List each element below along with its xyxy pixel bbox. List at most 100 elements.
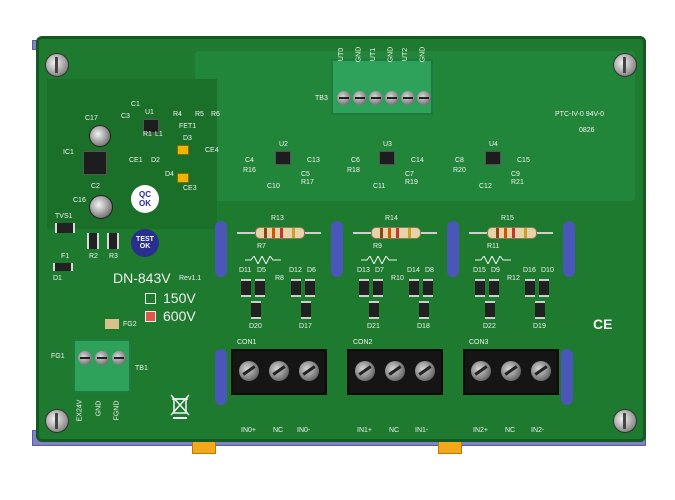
label-d11: D11 (239, 267, 252, 274)
tb1-screw-1[interactable] (78, 351, 92, 365)
label-r12: R12 (507, 275, 520, 282)
model-label: DN-843V (113, 270, 171, 286)
con3-screw-1[interactable] (471, 361, 491, 381)
label-r2: R2 (89, 253, 98, 260)
ce-mark: CE (593, 316, 613, 332)
con1-screw-3[interactable] (299, 361, 319, 381)
weee-bin-icon (169, 393, 191, 419)
test-ok-badge: TEST OK (131, 229, 159, 257)
con3-screw-2[interactable] (501, 361, 521, 381)
label-c1: C1 (131, 101, 140, 108)
tb1-pin-label-2: GND (95, 400, 103, 417)
resistor-r15 (487, 227, 537, 239)
label-r19: R19 (405, 179, 418, 186)
con1-pin-label-1: IN0+ (241, 427, 256, 434)
diode-d13 (359, 279, 369, 297)
fg2-pad (105, 319, 119, 329)
tb3-screw-1[interactable] (337, 91, 351, 105)
voltage-600-label: 600V (163, 308, 196, 324)
con2-screw-3[interactable] (415, 361, 435, 381)
mounting-screw-top-left (45, 53, 69, 77)
label-r7: R7 (257, 243, 266, 250)
diode-d6 (305, 279, 315, 297)
tb1-screw-3[interactable] (112, 351, 126, 365)
diode-d16 (525, 279, 535, 297)
tb3-pin-label-5: UT2 (402, 47, 410, 62)
checkbox-600v (145, 311, 156, 322)
con3-label: CON3 (469, 339, 489, 346)
label-c17: C17 (85, 115, 98, 122)
con2-screw-2[interactable] (385, 361, 405, 381)
tb3-screw-2[interactable] (353, 91, 367, 105)
con1-pin-label-3: IN0- (297, 427, 311, 434)
fuse-f1 (53, 263, 73, 271)
isolation-slot-3 (447, 221, 459, 277)
label-r6: R6 (211, 111, 220, 118)
label-fet1: FET1 (179, 123, 197, 130)
label-c14: C14 (411, 157, 424, 164)
label-r9: R9 (373, 243, 382, 250)
label-c16: C16 (73, 197, 86, 204)
qc-ok-badge: QC OK (131, 185, 159, 213)
label-c15: C15 (517, 157, 530, 164)
label-d15: D15 (473, 267, 486, 274)
label-r16: R16 (243, 167, 256, 174)
tb3-pin-label-6: GND (419, 46, 427, 63)
tb3-screw-5[interactable] (401, 91, 415, 105)
label-c7: C7 (405, 171, 414, 178)
ic-u2 (275, 151, 291, 165)
tb3-label: TB3 (315, 95, 328, 102)
terminal-block-tb1[interactable] (73, 339, 131, 393)
resistor-symbol-r7 (245, 251, 281, 266)
ic-ic1 (83, 151, 107, 175)
tb1-screw-2[interactable] (95, 351, 109, 365)
label-d4: D4 (165, 171, 174, 178)
checkbox-150v (145, 293, 156, 304)
label-r10: R10 (391, 275, 404, 282)
con2-screw-1[interactable] (355, 361, 375, 381)
label-c6: C6 (351, 157, 360, 164)
qc-badge-bottom: OK (139, 199, 151, 208)
connector-con1[interactable] (231, 349, 327, 395)
con3-screw-3[interactable] (531, 361, 551, 381)
connector-con3[interactable] (463, 349, 559, 395)
fg1-label: FG1 (51, 353, 65, 360)
label-r5: R5 (195, 111, 204, 118)
isolation-slot-4 (563, 221, 575, 277)
tb3-screw-3[interactable] (369, 91, 383, 105)
tb3-screw-6[interactable] (417, 91, 431, 105)
con1-screw-2[interactable] (269, 361, 289, 381)
din-clip-left[interactable] (192, 440, 216, 454)
con1-label: CON1 (237, 339, 257, 346)
con1-screw-1[interactable] (239, 361, 259, 381)
label-d7: D7 (375, 267, 384, 274)
label-c9: C9 (511, 171, 520, 178)
qc-badge-top: QC (139, 190, 151, 199)
isolation-slot-2 (331, 221, 343, 277)
label-c12: C12 (479, 183, 492, 190)
tb1-label: TB1 (135, 365, 148, 372)
label-l1: L1 (155, 131, 163, 138)
label-r13: R13 (271, 215, 284, 222)
label-d18: D18 (417, 323, 430, 330)
connector-con2[interactable] (347, 349, 443, 395)
diode-d18 (419, 301, 429, 319)
label-c2: C2 (91, 183, 100, 190)
label-d12: D12 (289, 267, 302, 274)
label-f1: F1 (61, 253, 70, 260)
diode-d21 (369, 301, 379, 319)
label-d1: D1 (53, 275, 62, 282)
terminal-block-tb3[interactable] (331, 59, 433, 115)
din-clip-right[interactable] (438, 440, 462, 454)
tb3-screw-4[interactable] (385, 91, 399, 105)
test-badge-bottom: OK (139, 243, 151, 250)
label-c3: C3 (121, 113, 130, 120)
tb1-pin-label-1: EX24V (76, 399, 84, 422)
diode-d19 (535, 301, 545, 319)
label-d16: D16 (523, 267, 536, 274)
resistor-r13 (255, 227, 305, 239)
label-c5: C5 (301, 171, 310, 178)
label-d5: D5 (257, 267, 266, 274)
label-d20: D20 (249, 323, 262, 330)
diode-d14 (409, 279, 419, 297)
